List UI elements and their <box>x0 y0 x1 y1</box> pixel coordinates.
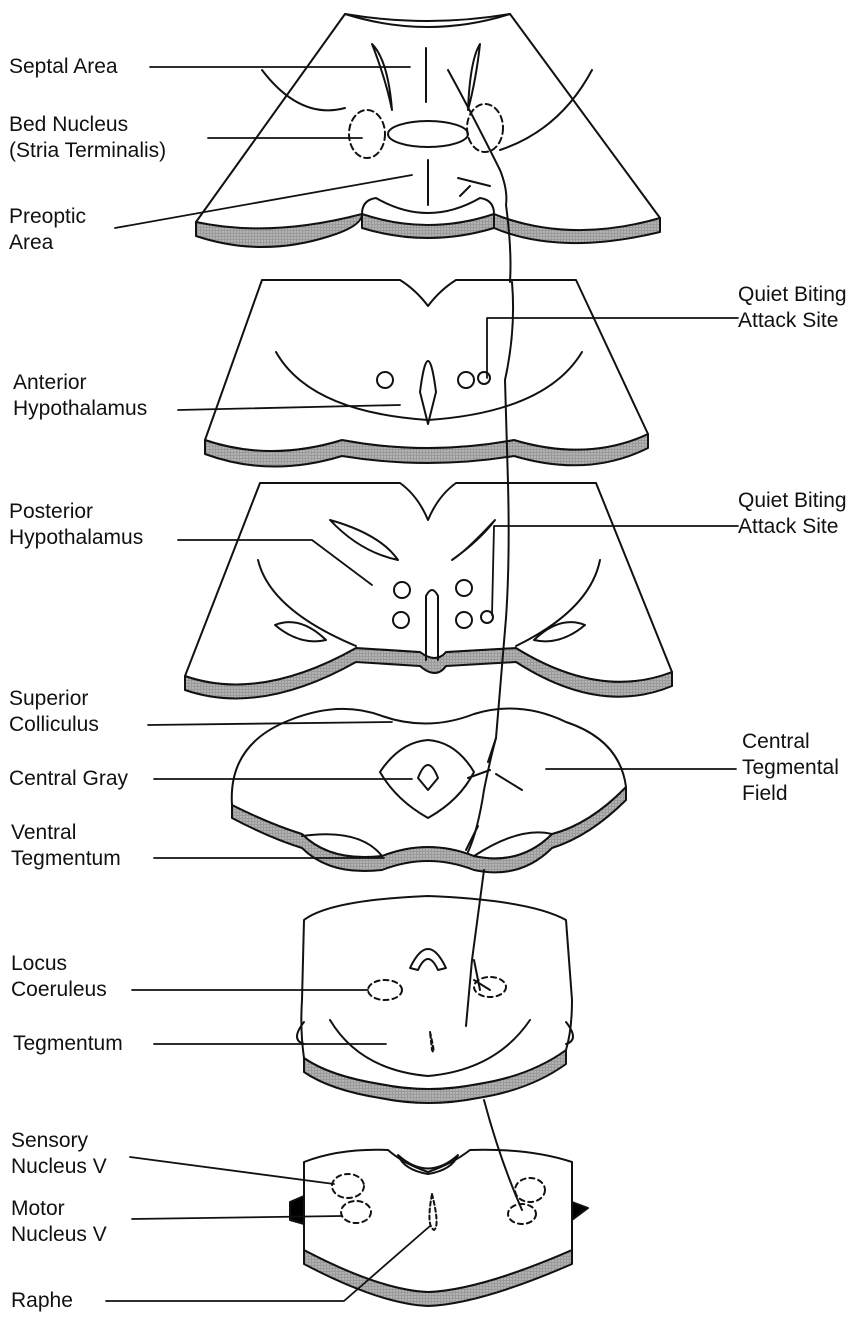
label-motor-nucleus-v: Motor Nucleus V <box>11 1196 107 1248</box>
slab-top-3 <box>185 483 672 684</box>
label-anterior-hypothalamus: Anterior Hypothalamus <box>13 370 147 422</box>
slab-top-2 <box>205 280 648 451</box>
label-ventral-tegmentum: Ventral Tegmentum <box>11 820 121 872</box>
label-central-gray: Central Gray <box>9 766 128 792</box>
label-bed-nucleus: Bed Nucleus (Stria Terminalis) <box>9 112 166 164</box>
label-sensory-nucleus-v: Sensory Nucleus V <box>11 1128 107 1180</box>
section-anterior-hypothalamus <box>205 280 648 467</box>
section-medulla <box>290 1150 588 1306</box>
label-locus-coeruleus: Locus Coeruleus <box>11 951 107 1003</box>
label-tegmentum: Tegmentum <box>13 1031 123 1057</box>
label-preoptic-area: Preoptic Area <box>9 204 86 256</box>
label-quiet-biting-attack-site-2: Quiet Biting Attack Site <box>738 488 847 540</box>
label-septal-area: Septal Area <box>9 54 118 80</box>
label-quiet-biting-attack-site-1: Quiet Biting Attack Site <box>738 282 847 334</box>
label-raphe: Raphe <box>11 1288 73 1314</box>
section-pons <box>297 896 573 1103</box>
slab-top-5 <box>301 896 572 1089</box>
section-midbrain <box>232 709 626 873</box>
label-central-tegmental-field: Central Tegmental Field <box>742 729 839 807</box>
label-posterior-hypothalamus: Posterior Hypothalamus <box>9 499 143 551</box>
section-posterior-hypothalamus <box>185 483 672 698</box>
section-forebrain <box>196 14 660 247</box>
label-superior-colliculus: Superior Colliculus <box>9 686 99 738</box>
